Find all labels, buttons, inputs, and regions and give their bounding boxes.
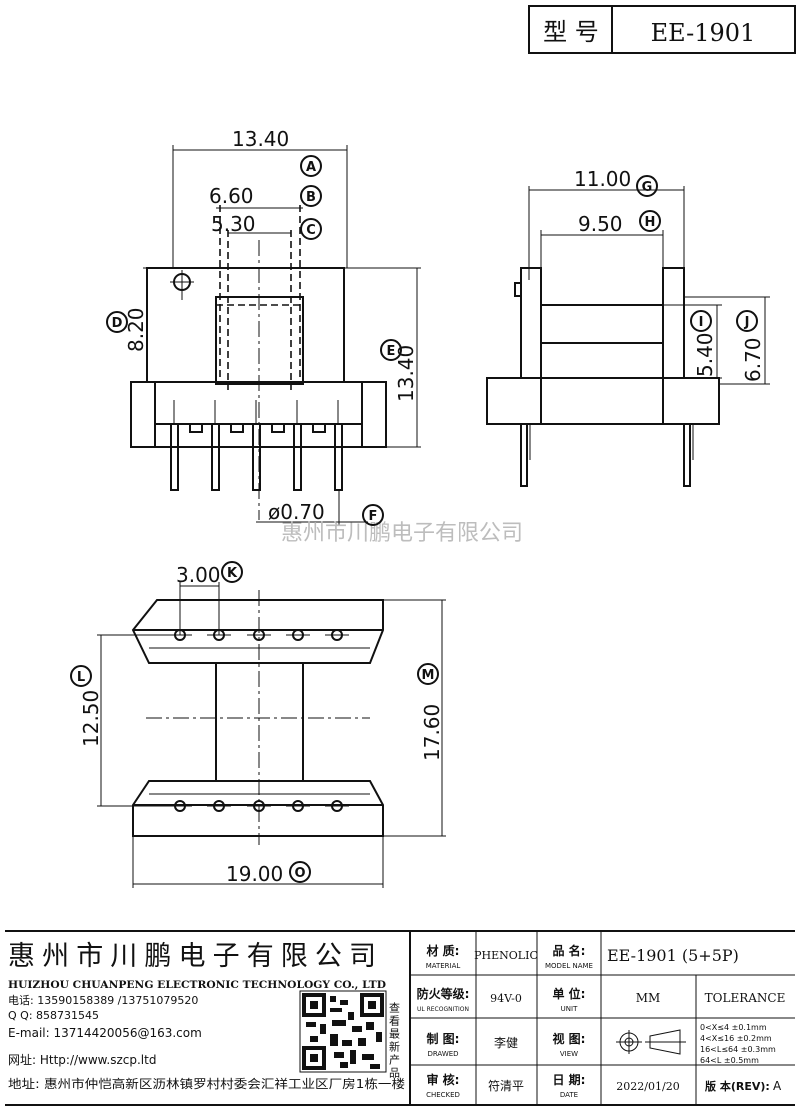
material-label-en: MATERIAL [426,962,461,970]
view-label: 视 图: [553,1031,586,1046]
type-label: 型 号 [543,18,599,46]
type-header: 型 号 EE-1901 [528,5,796,54]
balloon-h-label: H [645,215,656,230]
date-value: 2022/01/20 [616,1080,679,1093]
balloon-g: G [636,175,658,197]
dim-j-value: 6.70 [741,337,765,382]
balloon-f-label: F [369,509,378,524]
balloon-c-label: C [306,223,316,238]
name-label: 品 名: [553,943,586,958]
dim-h-value: 9.50 [578,212,623,236]
material-label: 材 质: [426,943,460,958]
company-website: 网址: Http://www.szcp.ltd [8,1053,156,1067]
balloon-j-label: J [744,315,750,330]
tolerance-label: TOLERANCE [705,991,786,1005]
balloon-b: B [300,185,322,207]
dim-b-value: 6.60 [209,184,254,208]
company-email: E-mail: 13714420056@163.com [8,1026,202,1040]
tolerance-line-4: 64<L ±0.5mm [700,1056,759,1065]
tolerance-line-3: 16<L≤64 ±0.3mm [700,1045,776,1054]
rev-value: A [773,1079,782,1093]
dim-a-value: 13.40 [232,127,289,151]
balloon-b-label: B [306,190,316,205]
dim-d-value: 8.20 [124,307,148,352]
checked-value: 符清平 [488,1078,524,1093]
unit-label-en: UNIT [561,1005,578,1013]
company-name-cn: 惠州市川鹏电子有限公司 [8,941,376,972]
balloon-m-label: M [422,668,435,683]
dim-i-value: 5.40 [693,332,717,377]
model-number: EE-1901 [651,19,756,47]
dim-e-value: 13.40 [394,345,418,402]
dim-k-value: 3.00 [176,563,221,587]
dim-l-value: 12.50 [79,690,103,747]
drawn-label: 制 图: [427,1031,460,1046]
dim-g-value: 11.00 [574,167,631,191]
dim-m-value: 17.60 [420,704,444,761]
balloon-a-label: A [306,160,316,175]
balloon-k: K [221,561,243,583]
dim-o-value: 19.00 [226,862,283,886]
balloon-l-label: L [77,670,85,685]
name-value: EE-1901 (5+5P) [607,946,739,965]
tolerance-line-2: 4<X≤16 ±0.2mm [700,1034,772,1043]
balloon-h: H [639,210,661,232]
fire-value: 94V-0 [490,992,522,1005]
balloon-k-label: K [227,566,238,581]
balloon-d-label: D [112,316,123,331]
fire-label-en: UL RECOGNITION [417,1006,469,1013]
tolerance-line-1: 0<X≤4 ±0.1mm [700,1023,767,1032]
balloon-d: D [106,311,128,333]
material-value: PHENOLIC [474,949,538,962]
drawn-label-en: DRAWED [427,1050,458,1058]
title-block: 惠州市川鹏电子有限公司 HUIZHOU CHUANPENG ELECTRONIC… [5,930,795,1106]
company-phone: 电话: 13590158389 /13751079520 [8,994,198,1007]
balloon-c: C [300,218,322,240]
balloon-l: L [70,665,92,687]
qr-caption: 查看最新产品 [388,1001,401,1080]
checked-label: 审 核: [427,1072,460,1087]
watermark-text: 惠州市川鹏电子有限公司 [281,521,523,546]
dim-f-value: ø0.70 [268,500,325,524]
view-label-en: VIEW [560,1050,578,1058]
company-address: 地址: 惠州市仲恺高新区沥林镇罗村村委会汇祥工业区厂房1栋一楼 [8,1076,405,1091]
balloon-o-label: O [294,866,305,881]
balloon-f: F [362,504,384,526]
date-label-en: DATE [560,1091,578,1099]
projection-symbol-icon [616,1029,686,1055]
balloon-e: E [380,339,402,361]
balloon-a: A [300,155,322,177]
balloon-o: O [289,861,311,883]
name-label-en: MODEL NAME [545,962,593,970]
company-name-en: HUIZHOU CHUANPENG ELECTRONIC TECHNOLOGY … [8,980,386,991]
fire-label: 防火等级: [417,986,470,1001]
bottom-view: 3.00 12.50 17.60 19.00 [79,563,446,888]
rev-label: 版 本(REV): [705,1079,770,1093]
balloon-i-label: I [699,315,704,330]
dim-c-value: 5.30 [211,212,256,236]
balloon-e-label: E [387,344,396,359]
company-qq: Q Q: 858731545 [8,1009,99,1022]
unit-value: MM [636,991,661,1005]
side-view: 11.00 9.50 5.40 6.70 [486,167,770,487]
date-label: 日 期: [553,1072,586,1087]
checked-label-en: CHECKED [426,1091,460,1099]
unit-label: 单 位: [553,986,586,1001]
balloon-i: I [690,310,712,332]
front-view: 13.40 6.60 5.30 8.20 13.40 ø0.70 [124,127,421,525]
balloon-j: J [736,310,758,332]
drawn-value: 李健 [494,1035,518,1050]
balloon-m: M [417,663,439,685]
qr-code [299,990,387,1073]
balloon-g-label: G [642,180,653,195]
